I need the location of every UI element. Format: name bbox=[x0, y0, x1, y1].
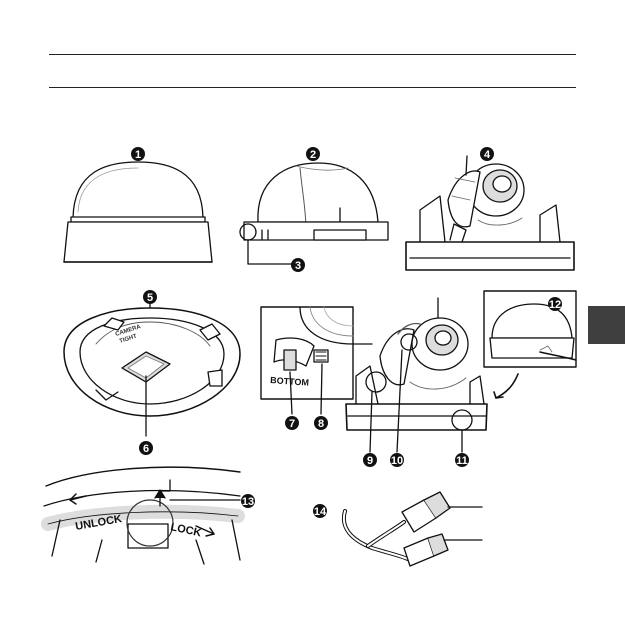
badge-2: 2 bbox=[306, 147, 320, 161]
camera-assembly-figure bbox=[346, 298, 487, 452]
dome-housing-figure bbox=[240, 163, 388, 264]
camera-module-figure bbox=[406, 156, 574, 270]
svg-text:8: 8 bbox=[318, 418, 324, 430]
svg-text:11: 11 bbox=[456, 455, 468, 467]
badge-9: 9 bbox=[363, 453, 377, 467]
svg-text:3: 3 bbox=[295, 260, 301, 272]
svg-text:12: 12 bbox=[549, 299, 561, 311]
badge-6: 6 bbox=[139, 441, 153, 455]
svg-text:2: 2 bbox=[310, 149, 316, 161]
svg-text:14: 14 bbox=[314, 506, 327, 518]
badge-4: 4 bbox=[480, 147, 494, 161]
badge-13: 13 bbox=[241, 494, 255, 508]
badge-1: 1 bbox=[131, 147, 145, 161]
lock-label: LOCK bbox=[169, 521, 202, 539]
mounting-plate-figure bbox=[64, 301, 240, 436]
badge-10: 10 bbox=[390, 453, 404, 467]
svg-text:1: 1 bbox=[135, 149, 141, 161]
badge-8: 8 bbox=[314, 416, 328, 430]
dome-cover-figure bbox=[64, 162, 212, 262]
inset-dome-figure bbox=[484, 291, 576, 398]
badge-14: 14 bbox=[313, 504, 327, 518]
svg-text:13: 13 bbox=[242, 496, 254, 508]
badge-11: 11 bbox=[455, 453, 469, 467]
badge-7: 7 bbox=[285, 416, 299, 430]
lock-ring-figure bbox=[44, 467, 240, 564]
svg-text:7: 7 bbox=[289, 418, 295, 430]
cable-figure bbox=[344, 492, 482, 566]
svg-text:6: 6 bbox=[143, 443, 149, 455]
badge-12: 12 bbox=[548, 297, 562, 311]
svg-text:4: 4 bbox=[484, 149, 491, 161]
svg-text:10: 10 bbox=[391, 455, 403, 467]
badge-5: 5 bbox=[143, 290, 157, 304]
svg-text:5: 5 bbox=[147, 292, 153, 304]
svg-text:9: 9 bbox=[367, 455, 373, 467]
badge-3: 3 bbox=[291, 258, 305, 272]
